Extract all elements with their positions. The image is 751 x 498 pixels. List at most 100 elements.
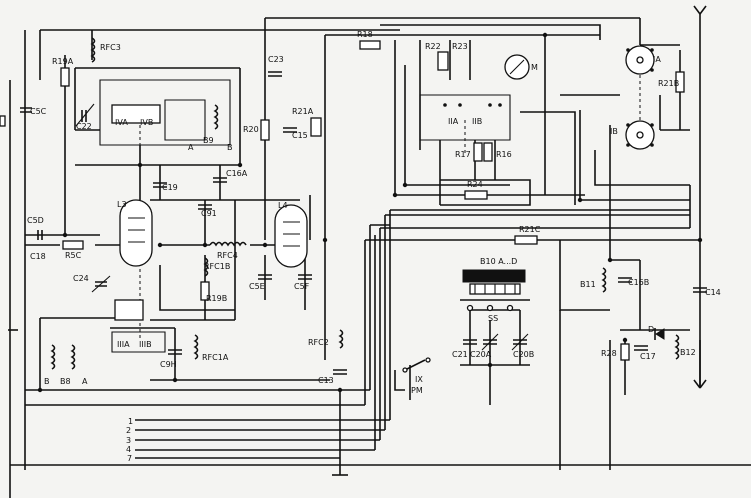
ivb-label: IVB bbox=[140, 118, 153, 127]
rfc4-coil: RFC4 bbox=[209, 241, 247, 260]
r16-resistor: R16 bbox=[483, 142, 512, 162]
left-connector-stub bbox=[0, 115, 6, 127]
r22-r23-resistors: R22 R23 bbox=[425, 42, 468, 71]
b9-label: B9 bbox=[203, 136, 214, 145]
c9h-label: C9H bbox=[160, 360, 177, 369]
c23-capacitor: C23 bbox=[268, 55, 284, 77]
rfc2-coil: RFC2 bbox=[308, 329, 344, 349]
rfc1a-label: RFC1A bbox=[202, 353, 229, 362]
band-switch-iv: IVA IVB bbox=[111, 99, 206, 141]
ss-label: SS bbox=[488, 314, 498, 323]
diode-d: D bbox=[648, 325, 665, 340]
pm-label: PM bbox=[411, 386, 423, 395]
r21a-resistor: R21A bbox=[292, 107, 322, 137]
rfc1b-label: RFC1B bbox=[204, 262, 230, 271]
r21c-resistor: R21C bbox=[514, 225, 541, 245]
c22-label: C22 bbox=[76, 122, 92, 131]
r20-label: R20 bbox=[243, 125, 259, 134]
c17-capacitor: C17 bbox=[634, 345, 656, 361]
rfc4-label: RFC4 bbox=[217, 251, 238, 260]
c22-variable-capacitor: C22 bbox=[75, 103, 95, 131]
c5c-label: C5C bbox=[30, 107, 47, 116]
c19-label: C19 bbox=[162, 183, 178, 192]
c9h-capacitor: C9H bbox=[160, 349, 182, 369]
b12-label: B12 bbox=[680, 348, 696, 357]
connector-pins: 1 2 3 4 7 bbox=[126, 417, 133, 463]
junctions bbox=[37, 32, 703, 393]
r19a-label: R19A bbox=[52, 57, 74, 66]
d-label: D bbox=[648, 325, 654, 334]
pin-1-label: 1 bbox=[128, 417, 133, 426]
c24-variable-capacitor: C24 bbox=[73, 274, 111, 293]
switch-ia: IA bbox=[625, 45, 661, 75]
c18-capacitor: C18 bbox=[30, 252, 46, 261]
rfc1b-coil: RFC1B bbox=[203, 257, 230, 277]
ix-label: IX bbox=[415, 375, 423, 384]
r19a-resistor: R19A bbox=[52, 57, 74, 87]
c16b-label: C16B bbox=[628, 278, 649, 287]
function-switch-ii: IIA IIB bbox=[443, 103, 502, 126]
r19b-label: R19B bbox=[206, 294, 227, 303]
c5e-label: C5E bbox=[249, 282, 265, 291]
r21b-label: R21B bbox=[658, 79, 679, 88]
c91-label: C91 bbox=[201, 209, 217, 218]
b9-b-label: B bbox=[227, 143, 233, 152]
rfc2-label: RFC2 bbox=[308, 338, 329, 347]
l4-label: L4 bbox=[278, 201, 288, 210]
ground-symbols bbox=[8, 329, 348, 476]
iiib-label: IIIB bbox=[139, 340, 152, 349]
iib-label: IIB bbox=[472, 117, 482, 126]
pin-4-label: 4 bbox=[126, 445, 131, 454]
r24-resistor: R24 bbox=[464, 180, 488, 200]
c19-capacitor: C19 bbox=[153, 182, 178, 192]
c5c-capacitor: C5C bbox=[20, 107, 47, 116]
antenna-symbol bbox=[693, 5, 707, 389]
pin-3-label: 3 bbox=[126, 436, 131, 445]
rfc1a-coil: RFC1A bbox=[193, 334, 229, 362]
ib-label: IB bbox=[610, 127, 618, 136]
b9-coil: B9 A B bbox=[188, 104, 233, 152]
c13-capacitor: C13 bbox=[318, 369, 347, 385]
c5e-capacitor: C5E bbox=[249, 274, 272, 291]
ix-pm-switch: IX PM bbox=[402, 357, 431, 395]
b8-a-label: A bbox=[82, 377, 88, 386]
r28-resistor: R28 bbox=[601, 343, 630, 361]
pin-2-label: 2 bbox=[126, 426, 131, 435]
c21-label: C21 bbox=[452, 350, 468, 359]
r23-label: R23 bbox=[452, 42, 468, 51]
b8-label: B8 bbox=[60, 377, 71, 386]
c5d-capacitor: C5D bbox=[27, 216, 44, 240]
c16a-capacitor: C16A bbox=[213, 169, 248, 183]
r17-label: R17 bbox=[455, 150, 471, 159]
iia-label: IIA bbox=[448, 117, 459, 126]
pin-7-label: 7 bbox=[127, 454, 132, 463]
r21c-label: R21C bbox=[519, 225, 541, 234]
b11-coil: B11 bbox=[580, 267, 607, 293]
switch-ib: IB bbox=[610, 120, 655, 150]
meter: M bbox=[504, 54, 538, 80]
b10-label: B10 A...D bbox=[480, 257, 517, 266]
iiia-label: IIIA bbox=[117, 340, 130, 349]
c24-label: C24 bbox=[73, 274, 89, 283]
b8-b-label: B bbox=[44, 377, 50, 386]
c15-capacitor: C15 bbox=[283, 127, 308, 140]
r20-resistor: R20 bbox=[243, 119, 270, 141]
r21b-resistor: R21B bbox=[658, 71, 685, 93]
l3-tube: L3 bbox=[117, 199, 153, 267]
r18-label: R18 bbox=[357, 30, 373, 39]
rfc3-coil: RFC3 bbox=[90, 37, 121, 63]
r21a-label: R21A bbox=[292, 107, 314, 116]
c5f-capacitor: C5F bbox=[294, 274, 312, 291]
c20b-label: C20B bbox=[513, 350, 534, 359]
c14-capacitor: C14 bbox=[693, 287, 721, 297]
c91-capacitor: C91 bbox=[198, 204, 217, 218]
l3-label: L3 bbox=[117, 200, 127, 209]
r19b-resistor: R19B bbox=[200, 281, 227, 303]
rfc3-label: RFC3 bbox=[100, 43, 121, 52]
b8-coil: B8 B A bbox=[44, 344, 88, 386]
c16a-label: C16A bbox=[226, 169, 248, 178]
r17-resistor: R17 bbox=[455, 142, 483, 162]
b10-coil-assembly: B10 A...D SS bbox=[460, 257, 530, 323]
b11-label: B11 bbox=[580, 280, 596, 289]
